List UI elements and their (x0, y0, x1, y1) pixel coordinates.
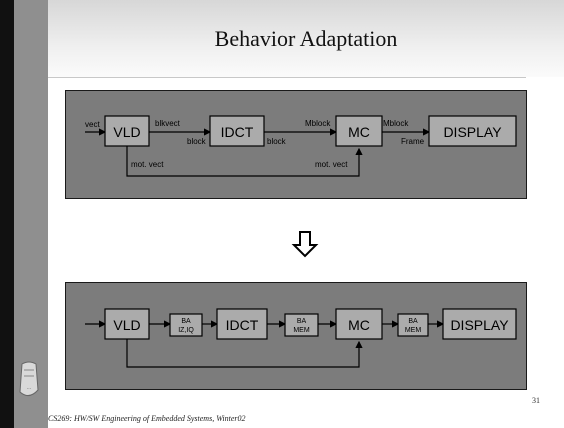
page-number: 31 (532, 396, 540, 405)
left-dark-bar (0, 0, 14, 428)
slide-title: Behavior Adaptation (214, 26, 398, 51)
ba-izq-label-2: IZ,IQ (178, 327, 194, 334)
title-band (48, 0, 564, 77)
vld-block (104, 308, 150, 340)
idct-block (216, 308, 268, 340)
label-mot-vect-right: mot. vect (315, 160, 348, 169)
bottom-diagram-panel: VLD IDCT MC DISPLAY BA IZ,IQ BA MEM BA M… (65, 282, 527, 390)
idct-label: IDCT (226, 317, 259, 333)
ba-mem1-label-2: MEM (293, 327, 310, 334)
logo-icon: ... (19, 361, 39, 396)
ba-mem2-label-1: BA (408, 318, 418, 325)
idct-block (209, 115, 265, 147)
idct-label: IDCT (221, 124, 254, 140)
label-blkvect: blkvect (155, 119, 181, 128)
ba-mem-adapter-1 (284, 313, 319, 337)
label-vect: vect (85, 120, 100, 129)
label-mblock-in: Mblock (305, 119, 331, 128)
ba-mem2-label-2: MEM (405, 327, 422, 334)
arrow-motion-vector (126, 146, 363, 177)
mc-label: MC (348, 124, 370, 140)
vld-label: VLD (113, 124, 140, 140)
vld-block (104, 115, 150, 147)
label-mot-vect-left: mot. vect (131, 160, 164, 169)
display-block (428, 115, 517, 147)
vld-label: VLD (113, 317, 140, 333)
mc-block (335, 308, 383, 340)
ba-mem-adapter-2 (397, 313, 429, 337)
display-label: DISPLAY (450, 317, 509, 333)
label-mblock-out: Mblock (383, 119, 409, 128)
label-block-in: block (267, 137, 287, 146)
ba-izq-label-1: BA (181, 318, 191, 325)
label-block-out: block (187, 137, 207, 146)
mc-block (335, 115, 383, 147)
label-frame: Frame (401, 137, 425, 146)
footer-text: CS269: HW/SW Engineering of Embedded Sys… (48, 414, 246, 423)
ba-mem1-label-1: BA (297, 318, 307, 325)
arrow-motion-vector (126, 339, 363, 368)
mc-label: MC (348, 317, 370, 333)
down-arrow-icon (291, 231, 319, 258)
display-label: DISPLAY (443, 124, 502, 140)
top-diagram-panel: VLD IDCT MC DISPLAY vect blkvect block b… (65, 90, 527, 199)
svg-text:...: ... (27, 385, 31, 391)
ba-izq-adapter (169, 313, 203, 337)
display-block (442, 308, 517, 340)
left-gray-band (14, 0, 48, 428)
title-divider (48, 77, 526, 78)
